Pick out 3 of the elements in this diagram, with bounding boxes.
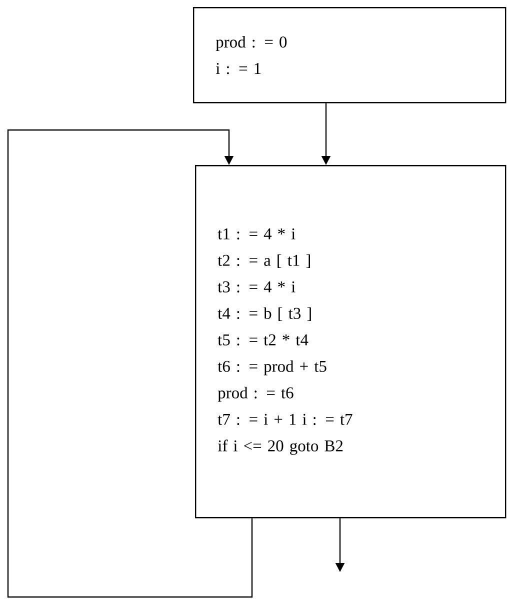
code-block-box: prod : = 0 i : = 1 (193, 7, 506, 104)
code-block-box: t1 : = 4 * i t2 : = a [ t1 ] t3 : = 4 * i t4 : = b [ t3 ] t5 : = t2 * t4 t6 : = prod + t5 prod : = t6 t7 : = i + 1 i : = t7 if i <= 20 goto B2 (195, 165, 506, 518)
arrow (7, 129, 253, 598)
